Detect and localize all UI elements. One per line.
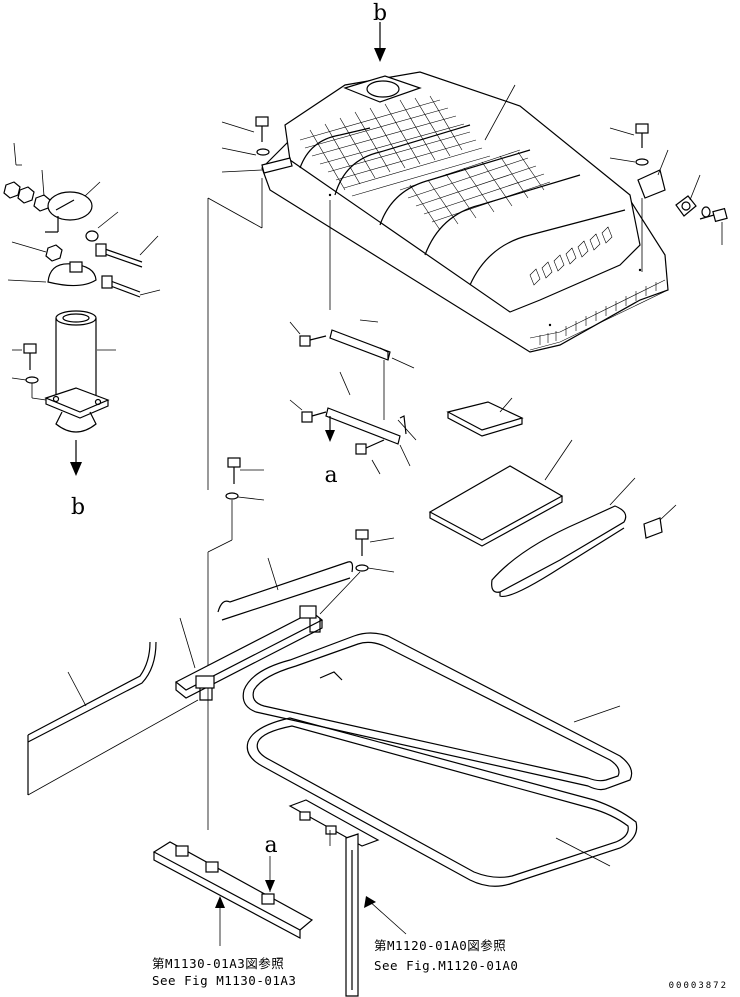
hood-grille (299, 95, 551, 231)
seal-frame-upper (242, 632, 633, 791)
engine-hood-cover (261, 71, 669, 353)
label-b-top: b (373, 1, 387, 26)
insulation-pad-small (446, 397, 524, 437)
seal-strip (491, 477, 677, 598)
insulation-pad-large (428, 439, 573, 547)
side-vent-slots (529, 226, 613, 286)
reference-right-en: See Fig.M1120-01A0 (374, 958, 518, 973)
support-bracket-set (289, 200, 417, 475)
seal-frame-lower (246, 717, 638, 887)
label-a-middle: a (324, 463, 337, 488)
hood-left-bolt-set (221, 116, 293, 174)
reference-left-jp: 第M1130-01A3図参照 (152, 956, 284, 971)
base-vent-slots (539, 282, 657, 345)
label-b-bottom: b (71, 495, 85, 520)
label-a-bottom: a (264, 833, 277, 858)
drawing-code: 00003872 (669, 981, 728, 991)
hood-right-bracket-set (609, 123, 728, 272)
reference-left-en: See Fig M1130-01A3 (152, 973, 296, 988)
reference-right-jp: 第M1120-01A0図参照 (374, 938, 506, 953)
arrow-b-top (374, 22, 386, 62)
lower-frame-left (152, 841, 314, 946)
lower-mounting-bracket (27, 178, 395, 830)
exhaust-pipe-assembly (3, 142, 161, 433)
arrow-b-bottom (70, 440, 82, 476)
lower-post-right (288, 799, 407, 997)
